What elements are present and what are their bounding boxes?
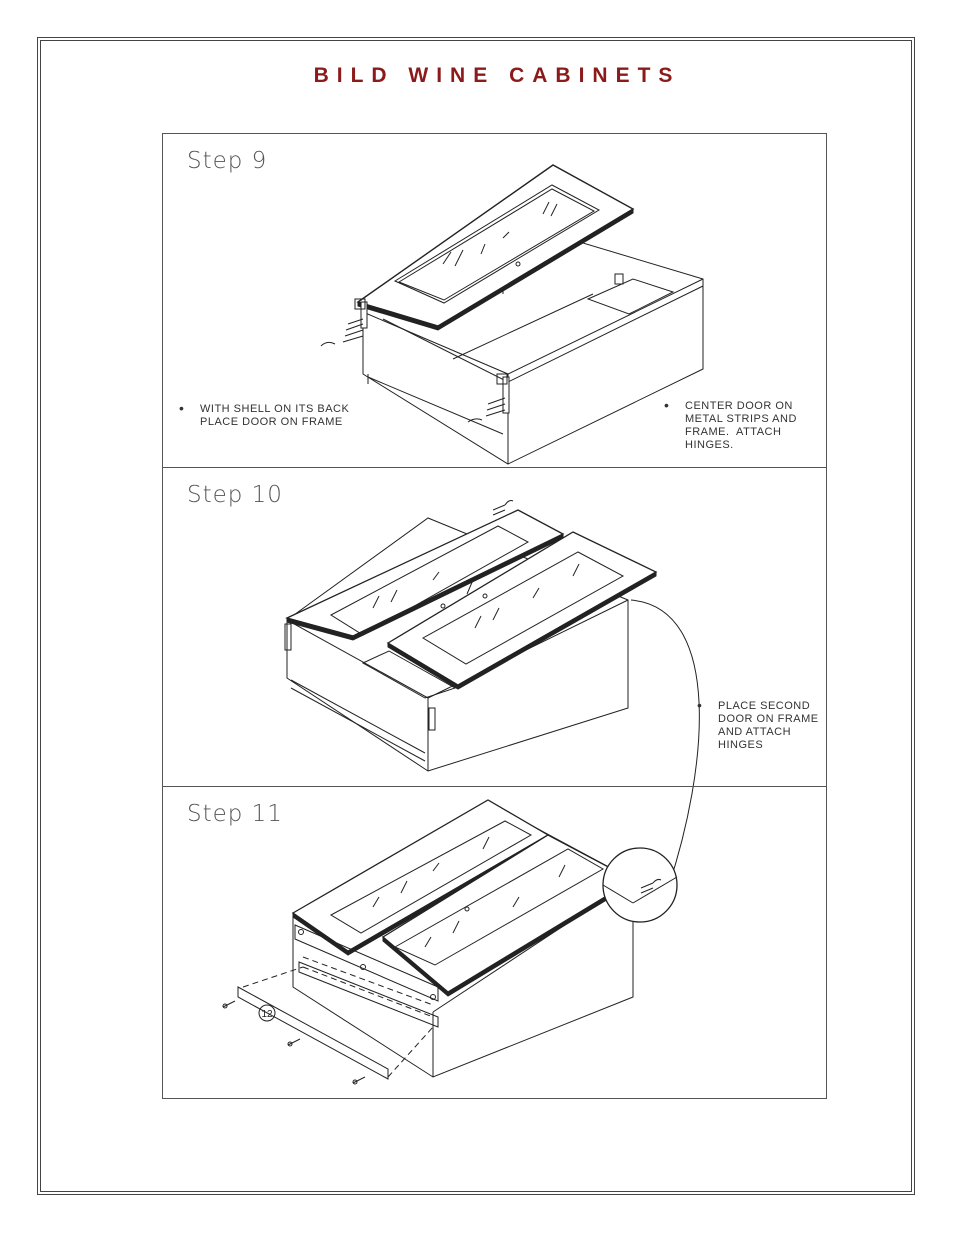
page-border-inner [40,40,912,1192]
callout-circle [259,1005,275,1021]
note-text: PLACE SECOND DOOR ON FRAME AND ATTACH HI… [718,700,819,751]
note-text: WITH SHELL ON ITS BACK PLACE DOOR ON FRA… [200,403,350,428]
page-border-outer [37,37,915,1195]
step-9-panel: Step 9 [162,133,827,468]
step-11-panel: Step 11 [162,786,827,1099]
step-11-illustration: 12 [163,787,828,1100]
callout-number: 12 [261,1009,273,1020]
step-10-illustration [163,468,828,788]
step-9-note-right: • CENTER DOOR ON METAL STRIPS AND FRAME.… [664,398,797,452]
step-9-note-left: • WITH SHELL ON ITS BACK PLACE DOOR ON F… [179,401,350,429]
note-text: CENTER DOOR ON METAL STRIPS AND FRAME. A… [685,400,797,451]
step-10-label: Step 10 [187,482,283,508]
bullet-icon: • [697,697,703,713]
page-title: BILD WINE CABINETS [313,64,681,87]
step-10-note: • PLACE SECOND DOOR ON FRAME AND ATTACH … [697,698,819,752]
step-9-label: Step 9 [187,148,268,174]
bullet-icon: • [179,400,185,416]
step-10-panel: Step 10 [162,467,827,787]
bullet-icon: • [664,397,670,413]
step-11-label: Step 11 [187,801,283,827]
step-9-illustration [163,134,828,469]
